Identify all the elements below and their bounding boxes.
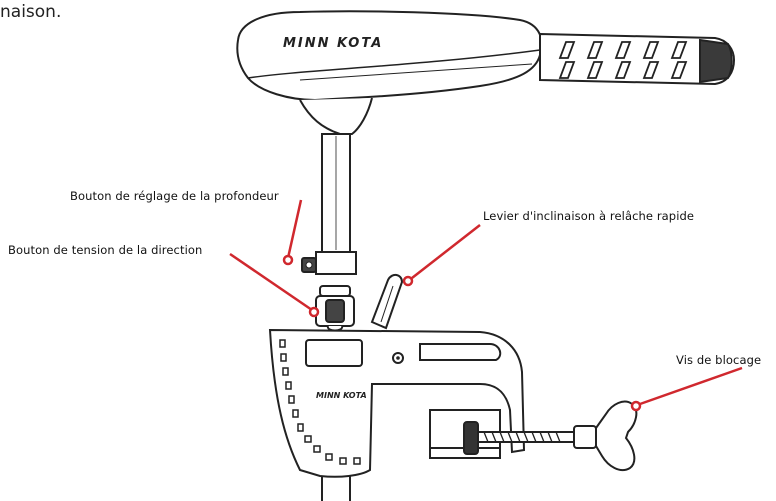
callout-lines [229,199,743,412]
callout-line-steering [229,252,313,312]
steering-tension-knob [315,285,355,332]
callout-dot-lock [630,400,642,412]
callout-line-lock [639,366,743,406]
mount-bracket [268,328,526,478]
callout-dot-tilt [402,275,414,287]
callout-dot-steering [308,306,320,318]
clamp-screw [463,400,638,472]
lower-shaft [321,476,351,501]
label-depth-knob: Bouton de réglage de la profondeur [70,189,279,203]
label-tilt-lever: Levier d'inclinaison à relâche rapide [483,209,695,223]
depth-collar [301,251,357,275]
callout-dot-depth [282,254,294,266]
motor-shaft [321,133,351,255]
callout-line-tilt [411,224,481,279]
tilt-lever [370,274,404,330]
callout-line-depth [286,199,303,259]
page-title-fragment: naison. [0,2,62,22]
brand-logo: MINN KOTA [283,36,383,51]
tiller-handle [539,32,736,86]
bracket-brand-logo: MINN KOTA [316,391,367,400]
label-steering-knob: Bouton de tension de la direction [8,243,203,257]
motor-head [236,10,543,135]
label-lock-screw: Vis de blocage [676,353,762,367]
